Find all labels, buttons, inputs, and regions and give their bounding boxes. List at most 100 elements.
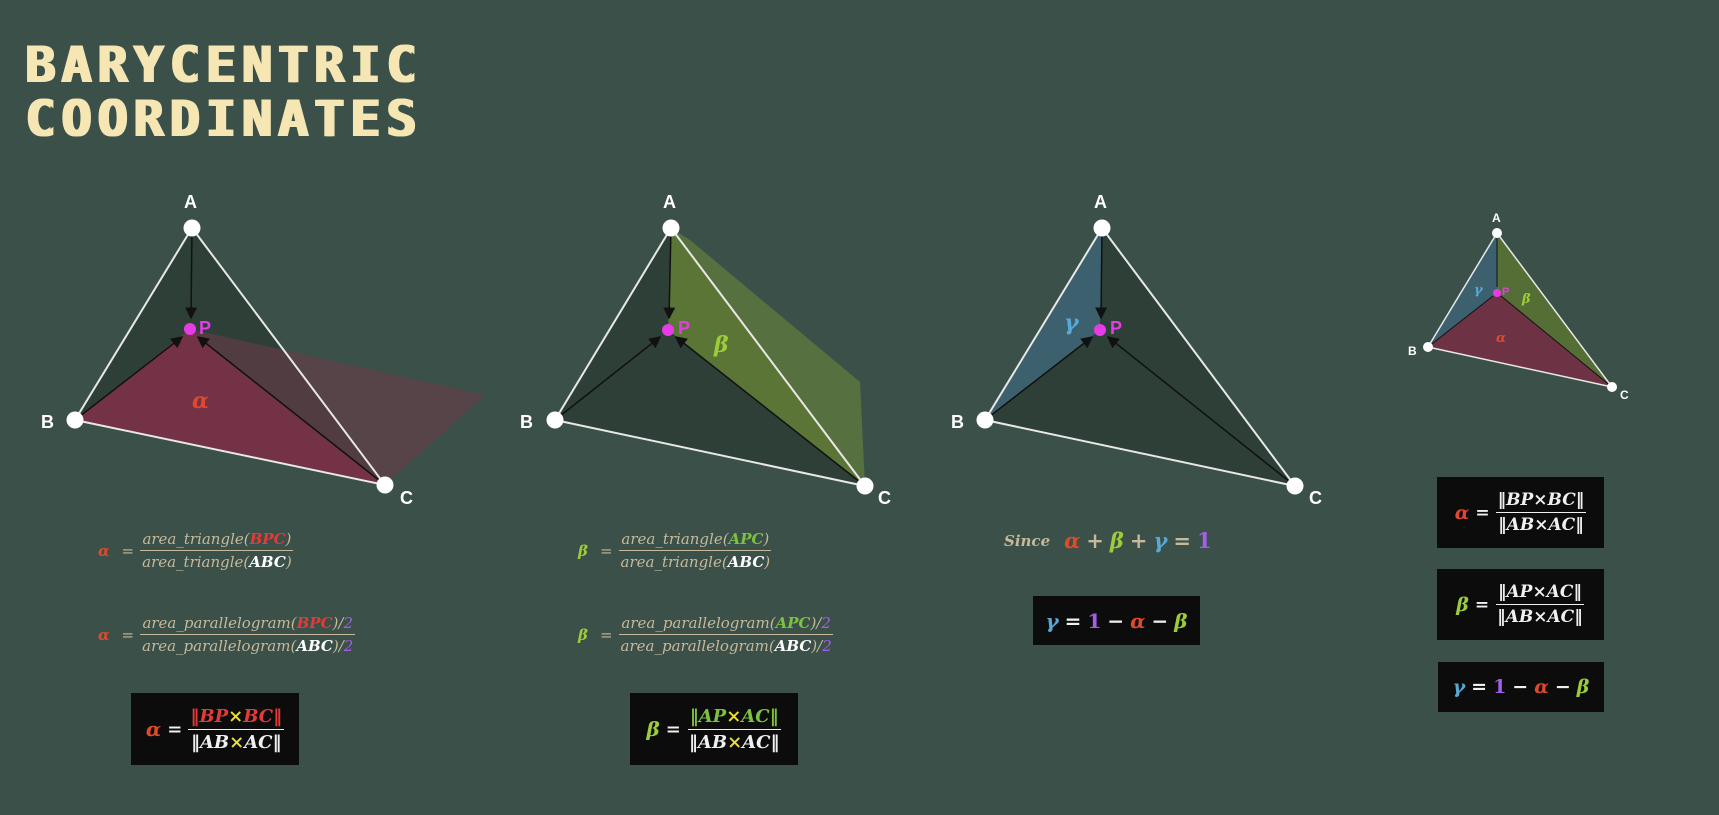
alpha-area-parallelogram-formula: α = area_parallelogram(BPC)/2 area_paral… <box>98 614 355 655</box>
page-title: BARYCENTRIC COORDINATES <box>24 38 421 146</box>
label-c: C <box>878 488 891 508</box>
alpha-symbol: α <box>98 541 110 560</box>
alpha-region <box>1428 293 1612 387</box>
highlight: BPC <box>249 530 286 548</box>
text: ‖AP <box>689 705 727 727</box>
diagram-summary: A B C P γ β α <box>1408 211 1629 402</box>
text: area_parallelogram( <box>142 637 297 655</box>
text: ‖AB <box>688 731 728 753</box>
equals-sign: = <box>167 718 183 740</box>
fraction: ‖AP×AC‖ ‖AB×AC‖ <box>1495 582 1585 627</box>
denominator: area_triangle(ABC) <box>619 551 773 571</box>
alpha-area-triangle-formula: α = area_triangle(BPC) area_triangle(ABC… <box>98 530 294 571</box>
diagram-alpha: A B C P α <box>41 192 485 508</box>
vector-cp <box>1500 295 1613 388</box>
denominator: area_triangle(ABC) <box>140 551 294 571</box>
text: ‖AB <box>190 731 230 753</box>
text: ) <box>764 553 771 571</box>
beta-area-triangle-formula: β = area_triangle(APC) area_triangle(ABC… <box>578 530 772 571</box>
label-a: A <box>1492 211 1501 225</box>
since-label: Since <box>1004 531 1051 550</box>
edge-ab <box>74 227 193 421</box>
equals-sign: = <box>599 625 613 644</box>
two: 2 <box>343 614 353 632</box>
vector-bp <box>554 336 662 421</box>
beta-symbol: β <box>1456 593 1469 616</box>
label-p: P <box>1502 286 1509 298</box>
text: area_triangle( <box>142 530 250 548</box>
denominator: ‖AB×AC‖ <box>1497 607 1583 627</box>
gamma-region-label: γ <box>1474 283 1484 298</box>
two: 2 <box>821 614 831 632</box>
alpha-region-label: α <box>1496 331 1506 346</box>
edge-bc <box>74 419 386 486</box>
slash: / <box>817 637 823 655</box>
abc: ABC <box>296 637 333 655</box>
vector-ap <box>185 227 198 320</box>
edge-ab <box>1427 232 1498 348</box>
denominator: ‖AB×AC‖ <box>687 730 782 753</box>
numerator: ‖BP×BC‖ <box>188 706 285 730</box>
numerator: area_triangle(BPC) <box>140 530 294 551</box>
minus-sign: − <box>1554 676 1571 698</box>
point-p <box>1094 324 1106 336</box>
equals-sign: = <box>1474 594 1490 615</box>
beta-symbol: β <box>578 541 588 560</box>
equals-sign: = <box>1475 502 1490 523</box>
title-line-1: BARYCENTRIC <box>24 36 422 94</box>
vertex-c <box>376 476 394 494</box>
sum-to-one-formula: Since α + β + γ = 1 <box>1004 528 1212 553</box>
vertex-b <box>976 411 994 429</box>
two: 2 <box>343 637 354 655</box>
text: area_triangle( <box>621 530 729 548</box>
numerator: ‖AP×AC‖ <box>687 705 781 730</box>
vector-cp <box>1106 336 1296 487</box>
beta-symbol: β <box>1576 676 1590 698</box>
triangle-bpc-alpha-region <box>75 329 385 485</box>
text: ) <box>811 637 818 655</box>
label-b: B <box>520 412 533 432</box>
vector-ap <box>1095 227 1108 320</box>
text: ) <box>810 614 817 632</box>
point-p <box>184 323 196 335</box>
denominator: ‖AB×AC‖ <box>189 730 284 753</box>
slash: / <box>338 614 344 632</box>
abc: ABC <box>727 553 765 571</box>
equals-sign: = <box>599 541 613 560</box>
gamma-box: γ = 1 − α − β <box>1033 596 1200 645</box>
beta-symbol: β <box>1109 528 1124 553</box>
vector-bp <box>1427 295 1494 348</box>
edge-bc <box>1427 346 1613 388</box>
plus-sign: + <box>1086 528 1104 553</box>
vertex-a <box>183 219 201 237</box>
alpha-symbol: α <box>1454 501 1470 524</box>
fraction: ‖AP×AC‖ ‖AB×AC‖ <box>687 706 782 753</box>
vertex-b <box>546 411 564 429</box>
text: area_triangle( <box>620 553 728 571</box>
beta-region-label: β <box>1521 292 1531 307</box>
edge-bc <box>984 419 1296 487</box>
fraction: ‖BP×BC‖ ‖AB×AC‖ <box>188 706 285 753</box>
vertex-c <box>1607 382 1617 392</box>
triangle-abc-fill <box>985 228 1295 486</box>
vector-cp <box>196 336 386 486</box>
text: AC‖ <box>741 705 779 727</box>
alpha-symbol: α <box>145 717 162 741</box>
equals-sign: = <box>1064 608 1082 633</box>
text: area_parallelogram( <box>621 614 776 632</box>
alpha-cross-product-box: α = ‖BP×BC‖ ‖AB×AC‖ <box>131 693 299 765</box>
label-p: P <box>199 318 211 338</box>
beta-region-label: β <box>713 332 729 358</box>
cross: × <box>726 705 742 727</box>
vertex-a <box>1093 219 1111 237</box>
abc: ABC <box>249 553 286 571</box>
beta-symbol: β <box>578 625 588 644</box>
summary-gamma-box: γ = 1 − α − β <box>1438 662 1604 712</box>
label-c: C <box>1620 388 1629 402</box>
text: ) <box>285 530 292 548</box>
vector-bp <box>984 336 1094 421</box>
edge-ac <box>1101 227 1296 487</box>
slash: / <box>338 637 344 655</box>
summary-beta-box: β = ‖AP×AC‖ ‖AB×AC‖ <box>1437 569 1604 640</box>
label-b: B <box>1408 344 1417 358</box>
